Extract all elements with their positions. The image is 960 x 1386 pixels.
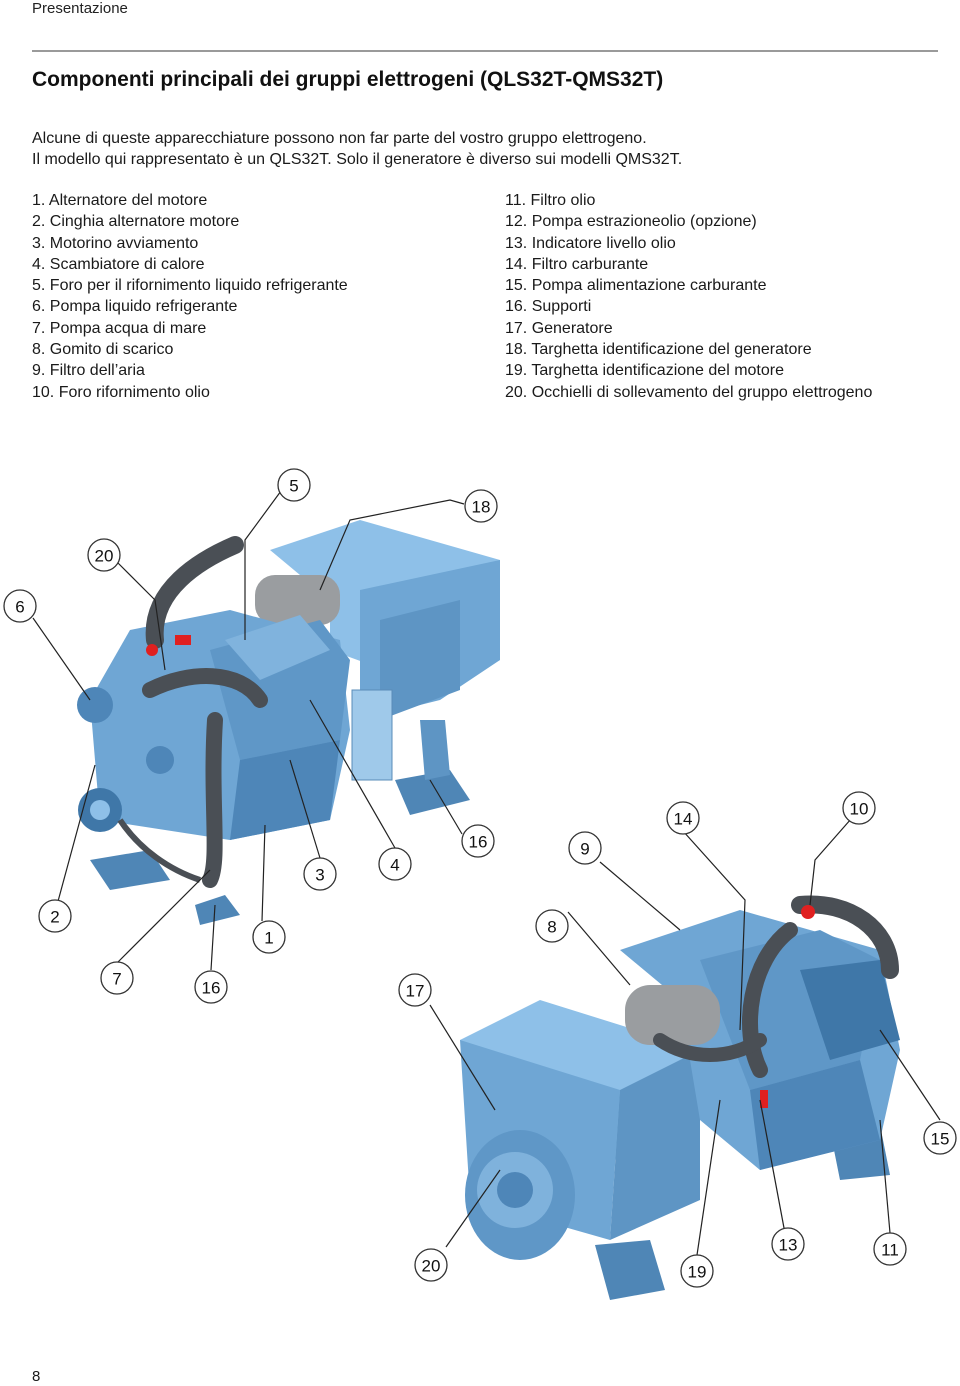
page-number: 8	[32, 1368, 41, 1385]
component-item: 15. Pompa alimentazione carburante	[505, 277, 767, 295]
component-item: 10. Foro rifornimento olio	[32, 383, 210, 401]
component-item: 1. Alternatore del motore	[32, 192, 208, 209]
components-list-left: 1. Alternatore del motore 2. Cinghia alt…	[32, 190, 348, 403]
svg-text:18: 18	[472, 498, 491, 517]
svg-text:9: 9	[580, 840, 589, 859]
callout-20-bottom: 20	[414, 1248, 448, 1282]
component-item: 6. Pompa liquido refrigerante	[32, 298, 238, 316]
callout-5: 5	[277, 468, 311, 502]
callout-6: 6	[3, 589, 37, 623]
svg-text:7: 7	[112, 970, 121, 989]
component-item: 16. Supporti	[505, 298, 592, 316]
svg-text:11: 11	[881, 1241, 899, 1260]
component-item: 3. Motorino avviamento	[32, 234, 199, 252]
intro-text: Alcune di queste apparecchiature possono…	[32, 128, 682, 170]
svg-text:1: 1	[264, 929, 273, 948]
component-item: 4. Scambiatore di calore	[32, 255, 205, 273]
svg-text:19: 19	[688, 1263, 707, 1282]
intro-line-2: Il modello qui rappresentato è un QLS32T…	[32, 151, 683, 168]
component-item: 7. Pompa acqua di mare	[32, 319, 207, 337]
svg-text:13: 13	[779, 1236, 798, 1255]
callout-10: 10	[842, 791, 876, 825]
component-item: 11. Filtro olio	[505, 192, 596, 209]
svg-text:3: 3	[315, 866, 324, 885]
components-list-right: 11. Filtro olio 12. Pompa estrazioneolio…	[505, 190, 872, 403]
svg-text:20: 20	[422, 1257, 441, 1276]
callout-16-top: 16	[461, 824, 495, 858]
callout-11: 11	[873, 1232, 907, 1266]
svg-text:4: 4	[390, 856, 399, 875]
top-genset-drawing	[77, 520, 500, 925]
component-item: 18. Targhetta identificazione del genera…	[505, 341, 812, 359]
svg-text:2: 2	[50, 908, 59, 927]
callout-8: 8	[535, 909, 569, 943]
svg-text:17: 17	[406, 982, 425, 1001]
svg-text:6: 6	[15, 598, 24, 617]
callout-2: 2	[38, 899, 72, 933]
callout-16-front: 16	[194, 970, 228, 1004]
svg-text:5: 5	[289, 477, 298, 496]
component-item: 9. Filtro dell’aria	[32, 362, 145, 380]
component-item: 14. Filtro carburante	[505, 255, 649, 273]
intro-line-1: Alcune di queste apparecchiature possono…	[32, 130, 647, 147]
top-leader-lines	[32, 490, 465, 971]
component-item: 2. Cinghia alternatore motore	[32, 213, 240, 231]
component-item: 8. Gomito di scarico	[32, 341, 174, 359]
component-item: 19. Targhetta identificazione del motore	[505, 362, 784, 380]
callout-13: 13	[771, 1227, 805, 1261]
component-item: 5. Foro per il rifornimento liquido refr…	[32, 277, 348, 295]
section-header: Presentazione	[32, 0, 128, 17]
callout-3: 3	[303, 857, 337, 891]
svg-text:16: 16	[469, 833, 488, 852]
header-rule	[32, 50, 938, 52]
callout-7: 7	[100, 961, 134, 995]
callout-14: 14	[666, 801, 700, 835]
svg-text:20: 20	[95, 547, 114, 566]
svg-text:15: 15	[931, 1130, 950, 1149]
svg-text:8: 8	[547, 918, 556, 937]
callout-20: 20	[87, 538, 121, 572]
page-title: Componenti principali dei gruppi elettro…	[32, 68, 664, 91]
callout-4: 4	[378, 847, 412, 881]
callout-1: 1	[252, 920, 286, 954]
component-item: 17. Generatore	[505, 319, 613, 337]
callout-18: 18	[464, 489, 498, 523]
svg-text:16: 16	[202, 979, 221, 998]
component-item: 20. Occhielli di sollevamento del gruppo…	[505, 383, 873, 401]
svg-text:10: 10	[850, 800, 869, 819]
component-item: 13. Indicatore livello olio	[505, 234, 676, 252]
bottom-leader-lines	[429, 818, 941, 1256]
callout-19: 19	[680, 1254, 714, 1288]
callout-15: 15	[923, 1121, 957, 1155]
callout-9: 9	[568, 831, 602, 865]
svg-text:14: 14	[674, 810, 693, 829]
callout-17: 17	[398, 973, 432, 1007]
bottom-genset-drawing	[460, 895, 900, 1300]
component-item: 12. Pompa estrazioneolio (opzione)	[505, 213, 757, 231]
